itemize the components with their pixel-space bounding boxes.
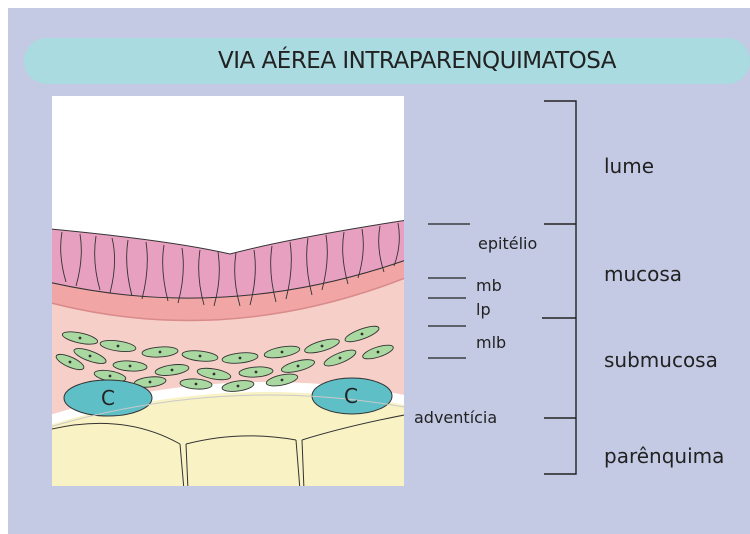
region-lume: lume [604, 154, 654, 178]
label-adventicia: adventícia [414, 408, 497, 427]
region-parenquima: parênquima [604, 444, 724, 468]
label-mlb: mlb [476, 333, 506, 352]
region-submucosa: submucosa [604, 348, 718, 372]
label-lp: lp [476, 300, 491, 319]
label-mb: mb [476, 276, 502, 295]
region-mucosa: mucosa [604, 262, 682, 286]
label-cartilage-right: C [344, 384, 358, 408]
label-epitelio: epitélio [478, 234, 537, 253]
label-cartilage-left: C [101, 386, 115, 410]
